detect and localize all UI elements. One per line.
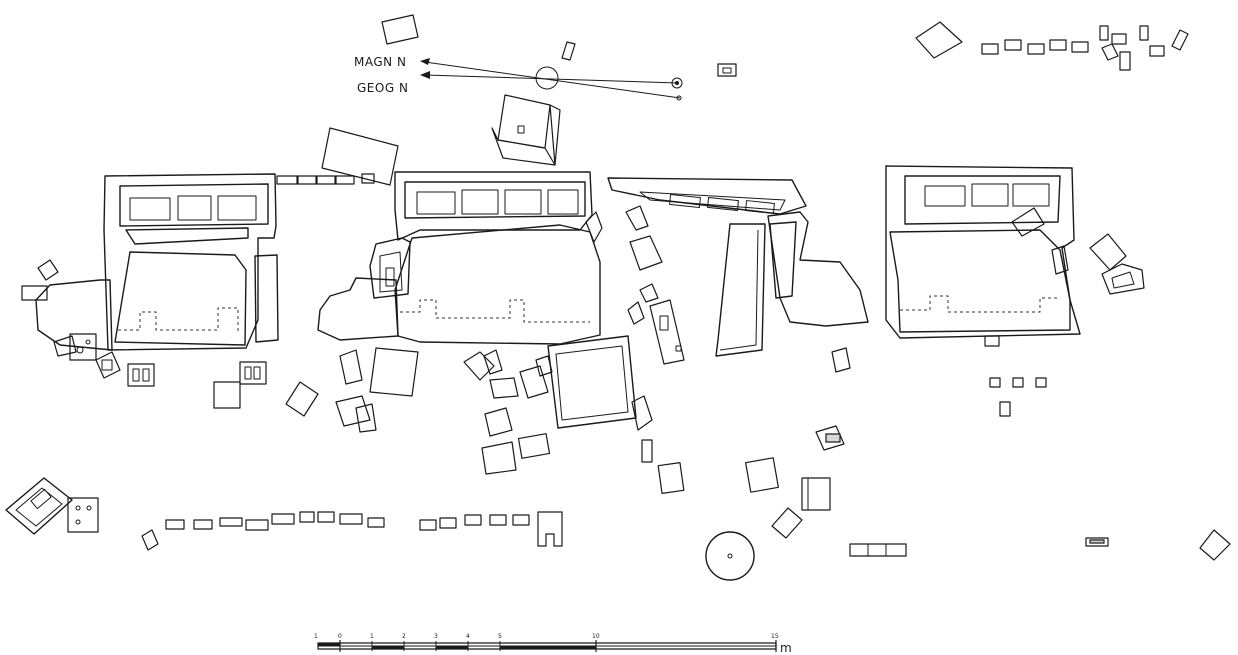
structure-4 (886, 166, 1144, 346)
scale-tick-label: 0 (338, 633, 342, 640)
top-scattered-blocks (322, 15, 1188, 185)
scale-tick-label: 15 (771, 633, 779, 640)
structure-1 (22, 174, 374, 360)
scale-tick-label: 1 (370, 633, 374, 640)
structure-2 (318, 172, 648, 344)
scale-unit-label: m (780, 641, 792, 655)
middle-scattered-blocks (96, 236, 1046, 538)
scale-tick-label: 2 (402, 633, 406, 640)
scale-tick-label: 3 (434, 633, 438, 640)
scale-tick-label: 5 (498, 633, 502, 640)
scale-tick-label: 1 (314, 633, 318, 640)
structure-3 (608, 178, 868, 356)
geographic-north-label: GEOG N (357, 81, 408, 95)
north-arrow: MAGN N GEOG N (354, 55, 682, 100)
bottom-scattered-blocks (6, 478, 1230, 580)
scale-bar: 1 0 1 2 3 4 5 10 15 m (314, 633, 792, 655)
scale-tick-label: 4 (466, 633, 470, 640)
scale-tick-label: 10 (592, 633, 600, 640)
magnetic-north-label: MAGN N (354, 55, 406, 69)
